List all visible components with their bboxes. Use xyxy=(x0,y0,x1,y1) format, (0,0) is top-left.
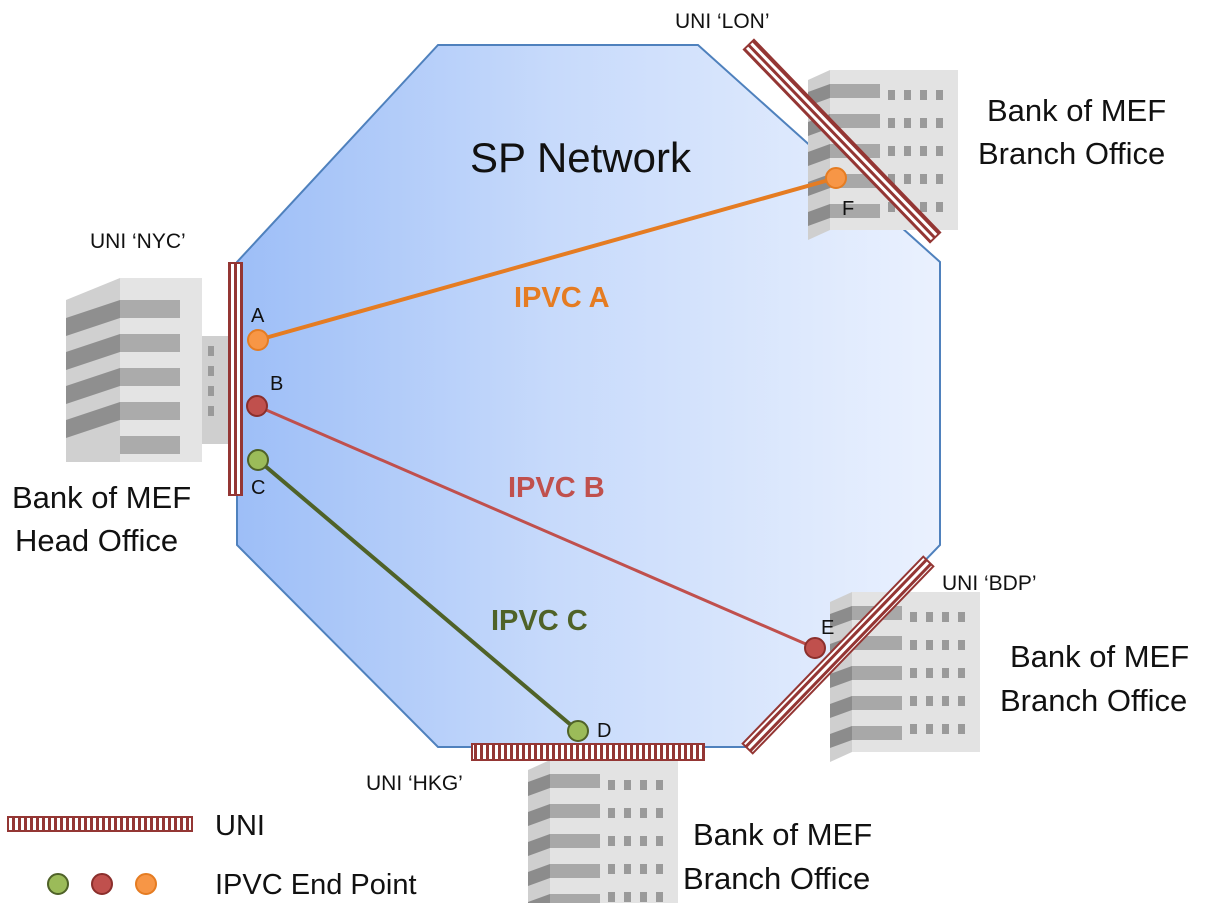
sp-network-title: SP Network xyxy=(470,134,692,181)
uni-hkg xyxy=(471,743,705,761)
bdp-branch-building-icon xyxy=(830,592,980,762)
head-office-label-line2: Head Office xyxy=(15,523,178,558)
bdp-branch-label-line2: Branch Office xyxy=(1000,683,1187,718)
uni-lon xyxy=(742,38,942,244)
ipvc-a-label: IPVC A xyxy=(514,282,610,314)
ipvc-b-line xyxy=(256,404,816,650)
bdp-branch-label-line1: Bank of MEF xyxy=(1010,639,1189,674)
uni-hkg-label: UNI ‘HKG’ xyxy=(366,772,463,795)
endpoint-f-letter: F xyxy=(842,198,854,220)
legend: UNI IPVC End Point xyxy=(7,810,417,901)
head-office-label-line1: Bank of MEF xyxy=(12,480,191,515)
endpoint-d-letter: D xyxy=(597,720,611,742)
ipvc-b-label: IPVC B xyxy=(508,472,605,504)
hkg-branch-label-line2: Branch Office xyxy=(683,861,870,896)
legend-endpoint-red-icon xyxy=(91,873,113,895)
ipvc-c-line xyxy=(256,458,580,733)
legend-endpoint-orange-icon xyxy=(135,873,157,895)
lon-branch-label-line2: Branch Office xyxy=(978,136,1165,171)
uni-nyc xyxy=(228,262,243,496)
endpoint-d xyxy=(567,720,589,742)
endpoint-a-letter: A xyxy=(251,305,265,327)
endpoint-e-letter: E xyxy=(821,617,834,639)
ipvc-c-label: IPVC C xyxy=(491,605,588,637)
legend-endpoint-green-icon xyxy=(47,873,69,895)
lon-branch-label-line1: Bank of MEF xyxy=(987,93,1166,128)
legend-endpoint-label: IPVC End Point xyxy=(215,869,417,901)
uni-bdp-label: UNI ‘BDP’ xyxy=(942,572,1037,595)
uni-nyc-label: UNI ‘NYC’ xyxy=(90,230,186,253)
head-office-building-icon xyxy=(66,278,228,462)
hkg-branch-building-icon xyxy=(528,760,678,903)
endpoint-c-letter: C xyxy=(251,477,265,499)
lon-branch-building-icon xyxy=(808,70,958,240)
uni-bdp xyxy=(741,555,935,755)
hkg-branch-label-line1: Bank of MEF xyxy=(693,817,872,852)
endpoint-b-letter: B xyxy=(270,373,283,395)
endpoint-c xyxy=(247,449,269,471)
endpoint-b xyxy=(246,395,268,417)
ipvc-a-line xyxy=(257,176,837,342)
legend-uni-swatch xyxy=(7,816,193,832)
endpoint-f xyxy=(825,167,847,189)
endpoint-e xyxy=(804,637,826,659)
endpoint-a xyxy=(247,329,269,351)
uni-lon-label: UNI ‘LON’ xyxy=(675,10,770,33)
legend-uni-label: UNI xyxy=(215,810,265,842)
